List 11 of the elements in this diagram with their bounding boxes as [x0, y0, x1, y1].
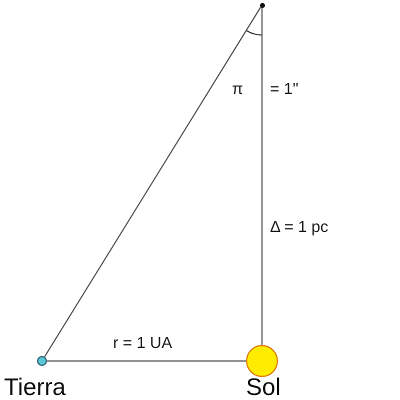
- point-dot: [260, 2, 264, 8]
- line: [261, 8, 263, 345]
- edge-label: Δ = 1 pc: [270, 220, 328, 236]
- body-label: Sol: [246, 376, 281, 400]
- angle-label: = 1": [270, 82, 298, 98]
- body-label: Tierra: [4, 376, 66, 400]
- line: [47, 360, 246, 362]
- sun-circle: [246, 345, 278, 377]
- angle-label: π: [232, 82, 244, 98]
- earth-dot: [37, 356, 47, 366]
- line: [44, 6, 262, 358]
